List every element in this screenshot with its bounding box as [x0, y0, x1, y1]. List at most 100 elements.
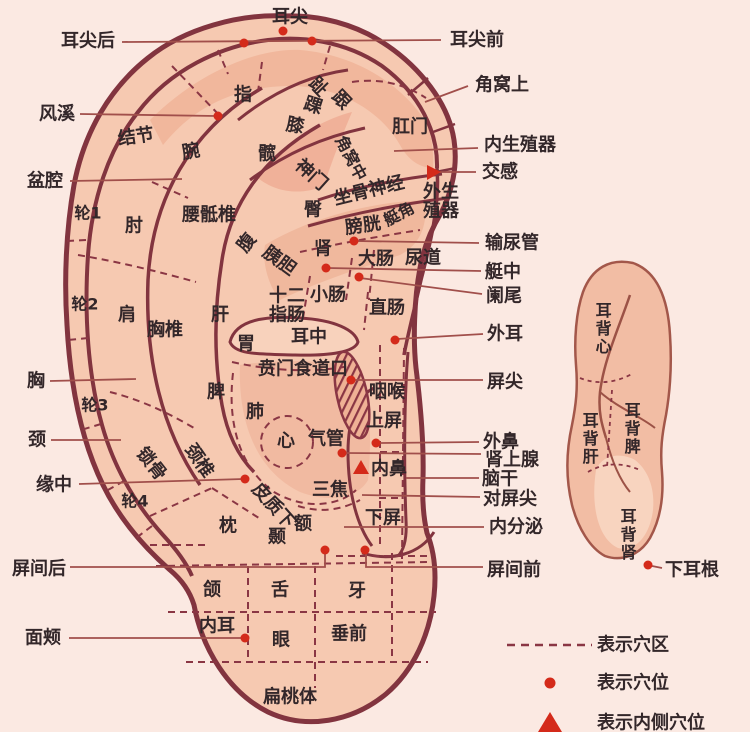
label-yuan-zhong: 缘中: [36, 474, 72, 496]
callout-leader-lines: [49, 39, 663, 639]
label-ping-jian-hou: 屏间后: [12, 558, 66, 580]
zone-nei-er: 内耳: [199, 615, 235, 637]
leader-line: [393, 147, 479, 152]
leader-line: [49, 378, 137, 382]
zone-niao-dao: 尿道: [405, 247, 441, 269]
zone-bian-tao-ti: 扁桃体: [263, 686, 317, 708]
label-dui-ping-jian: 对屏尖: [483, 488, 537, 510]
leader-line: [121, 39, 442, 43]
back-ear-zone-divider: [579, 373, 633, 384]
label-jiao-gan: 交感: [482, 161, 518, 183]
label-nao-gan: 脑干: [482, 468, 518, 490]
zone-divider-line: [135, 525, 153, 539]
zone-divider-line: [155, 561, 431, 567]
zone-er-bei-pi: 耳背脾: [621, 402, 641, 456]
zone-xiong-zhui: 胸椎: [147, 319, 183, 341]
zone-jie-jie: 结节: [116, 123, 156, 150]
label-mian-jia: 面颊: [25, 627, 61, 649]
label-nei-fen-mi: 内分泌: [489, 516, 543, 538]
back-ear-shape: [566, 260, 673, 560]
back-ear-groove-lower: [605, 437, 631, 493]
crus-helicis-ridge: [228, 315, 360, 357]
back-ear-groove-branch: [599, 391, 656, 429]
zone-xin-heart: 心: [277, 430, 295, 452]
zone-yan-hou: 咽喉: [369, 381, 405, 403]
label-shu-niao-guan: 输尿管: [485, 232, 539, 254]
superior-crus-lower-line: [249, 126, 366, 182]
back-ear-zone-divider: [587, 463, 641, 473]
tragus-front-edge: [396, 351, 410, 558]
back-ear-lobe-highlight: [594, 455, 654, 549]
scapha-shading: [150, 49, 434, 168]
zone-lun-1: 轮1: [74, 203, 102, 223]
zone-divider-line: [151, 181, 189, 199]
acupoint-dot: [240, 474, 250, 484]
zone-divider-line: [368, 249, 375, 301]
zone-er-zhong: 耳中: [291, 326, 327, 348]
cymba-shading: [264, 200, 426, 300]
zone-divider-line: [299, 229, 421, 253]
label-jing: 颈: [28, 429, 46, 451]
zone-jian-shoulder: 肩: [118, 304, 136, 326]
zone-gang-men: 肛门: [392, 116, 428, 138]
zone-xiao-chang: 小肠: [310, 284, 346, 306]
zone-wei-stomach: 胃: [237, 333, 255, 355]
triangular-fossa-shading: [258, 112, 352, 192]
zone-she-tongue: 舌: [271, 579, 289, 601]
zone-lun-2: 轮2: [71, 294, 99, 314]
label-wai-bi: 外鼻: [483, 431, 519, 453]
leader-line: [355, 240, 480, 244]
rim-separator: [407, 77, 429, 96]
label-xiong: 胸: [27, 370, 45, 392]
zone-xi-knee: 膝: [284, 113, 306, 138]
acupoint-dot: [320, 545, 330, 555]
zone-divider-line: [297, 499, 361, 511]
label-jiao-wo-shang: 角窝上: [475, 74, 529, 96]
zone-divider-line: [230, 372, 357, 505]
legend-dot-symbol: [544, 677, 556, 689]
leader-line: [70, 551, 326, 568]
zone-zhi-chang: 直肠: [369, 297, 405, 319]
zone-er-bei-gan: 耳背肝: [579, 412, 599, 466]
acupoint-dot: [390, 335, 400, 345]
leader-line: [365, 551, 483, 568]
label-wai-er: 外耳: [487, 323, 523, 345]
zone-divider-line: [217, 49, 229, 75]
zone-e-forehead: 额: [294, 513, 312, 535]
zone-divider-line: [67, 337, 89, 341]
inner-acupoint-triangles: [353, 165, 441, 474]
label-pen-qiang: 盆腔: [27, 170, 63, 192]
label-ting-zhong: 艇中: [485, 261, 521, 283]
zone-nei-bi: 内鼻: [371, 458, 407, 480]
antitragus-ridge: [361, 531, 436, 559]
zone-divider-line: [77, 254, 197, 283]
rim-separator: [432, 122, 456, 134]
acupoint-dot: [240, 633, 250, 643]
legend-symbols: [507, 643, 592, 732]
zone-ya-teeth: 牙: [348, 580, 366, 602]
acupoint-dot: [349, 236, 359, 246]
leader-line: [327, 267, 482, 272]
zone-divider-line: [171, 65, 223, 119]
zone-fei-lung: 肺: [246, 401, 264, 423]
zone-lun-4: 轮4: [121, 491, 149, 511]
zone-divider-line: [322, 45, 331, 71]
back-ear-zone-divider: [606, 389, 613, 469]
zone-tun: 臀: [304, 199, 322, 221]
label-ping-jian: 屏尖: [487, 371, 523, 393]
helix-rim-inner-line: [84, 36, 440, 577]
acupoint-dots: [213, 26, 653, 643]
acupoint-dot: [307, 36, 317, 46]
back-ear-groove: [598, 294, 632, 439]
zone-divider-line: [351, 79, 427, 99]
label-xia-er-gen: 下耳根: [665, 559, 719, 581]
label-er-jian: 耳尖: [272, 6, 308, 28]
zone-qi-guan: 气管: [308, 428, 344, 450]
zone-divider-line: [65, 239, 87, 242]
zone-yao-di-zhui: 腰骶椎: [182, 204, 236, 226]
zone-divider-line: [363, 291, 369, 331]
acupoint-dot: [321, 263, 331, 273]
zone-nie: 颞: [268, 526, 286, 548]
leader-line: [361, 494, 481, 498]
